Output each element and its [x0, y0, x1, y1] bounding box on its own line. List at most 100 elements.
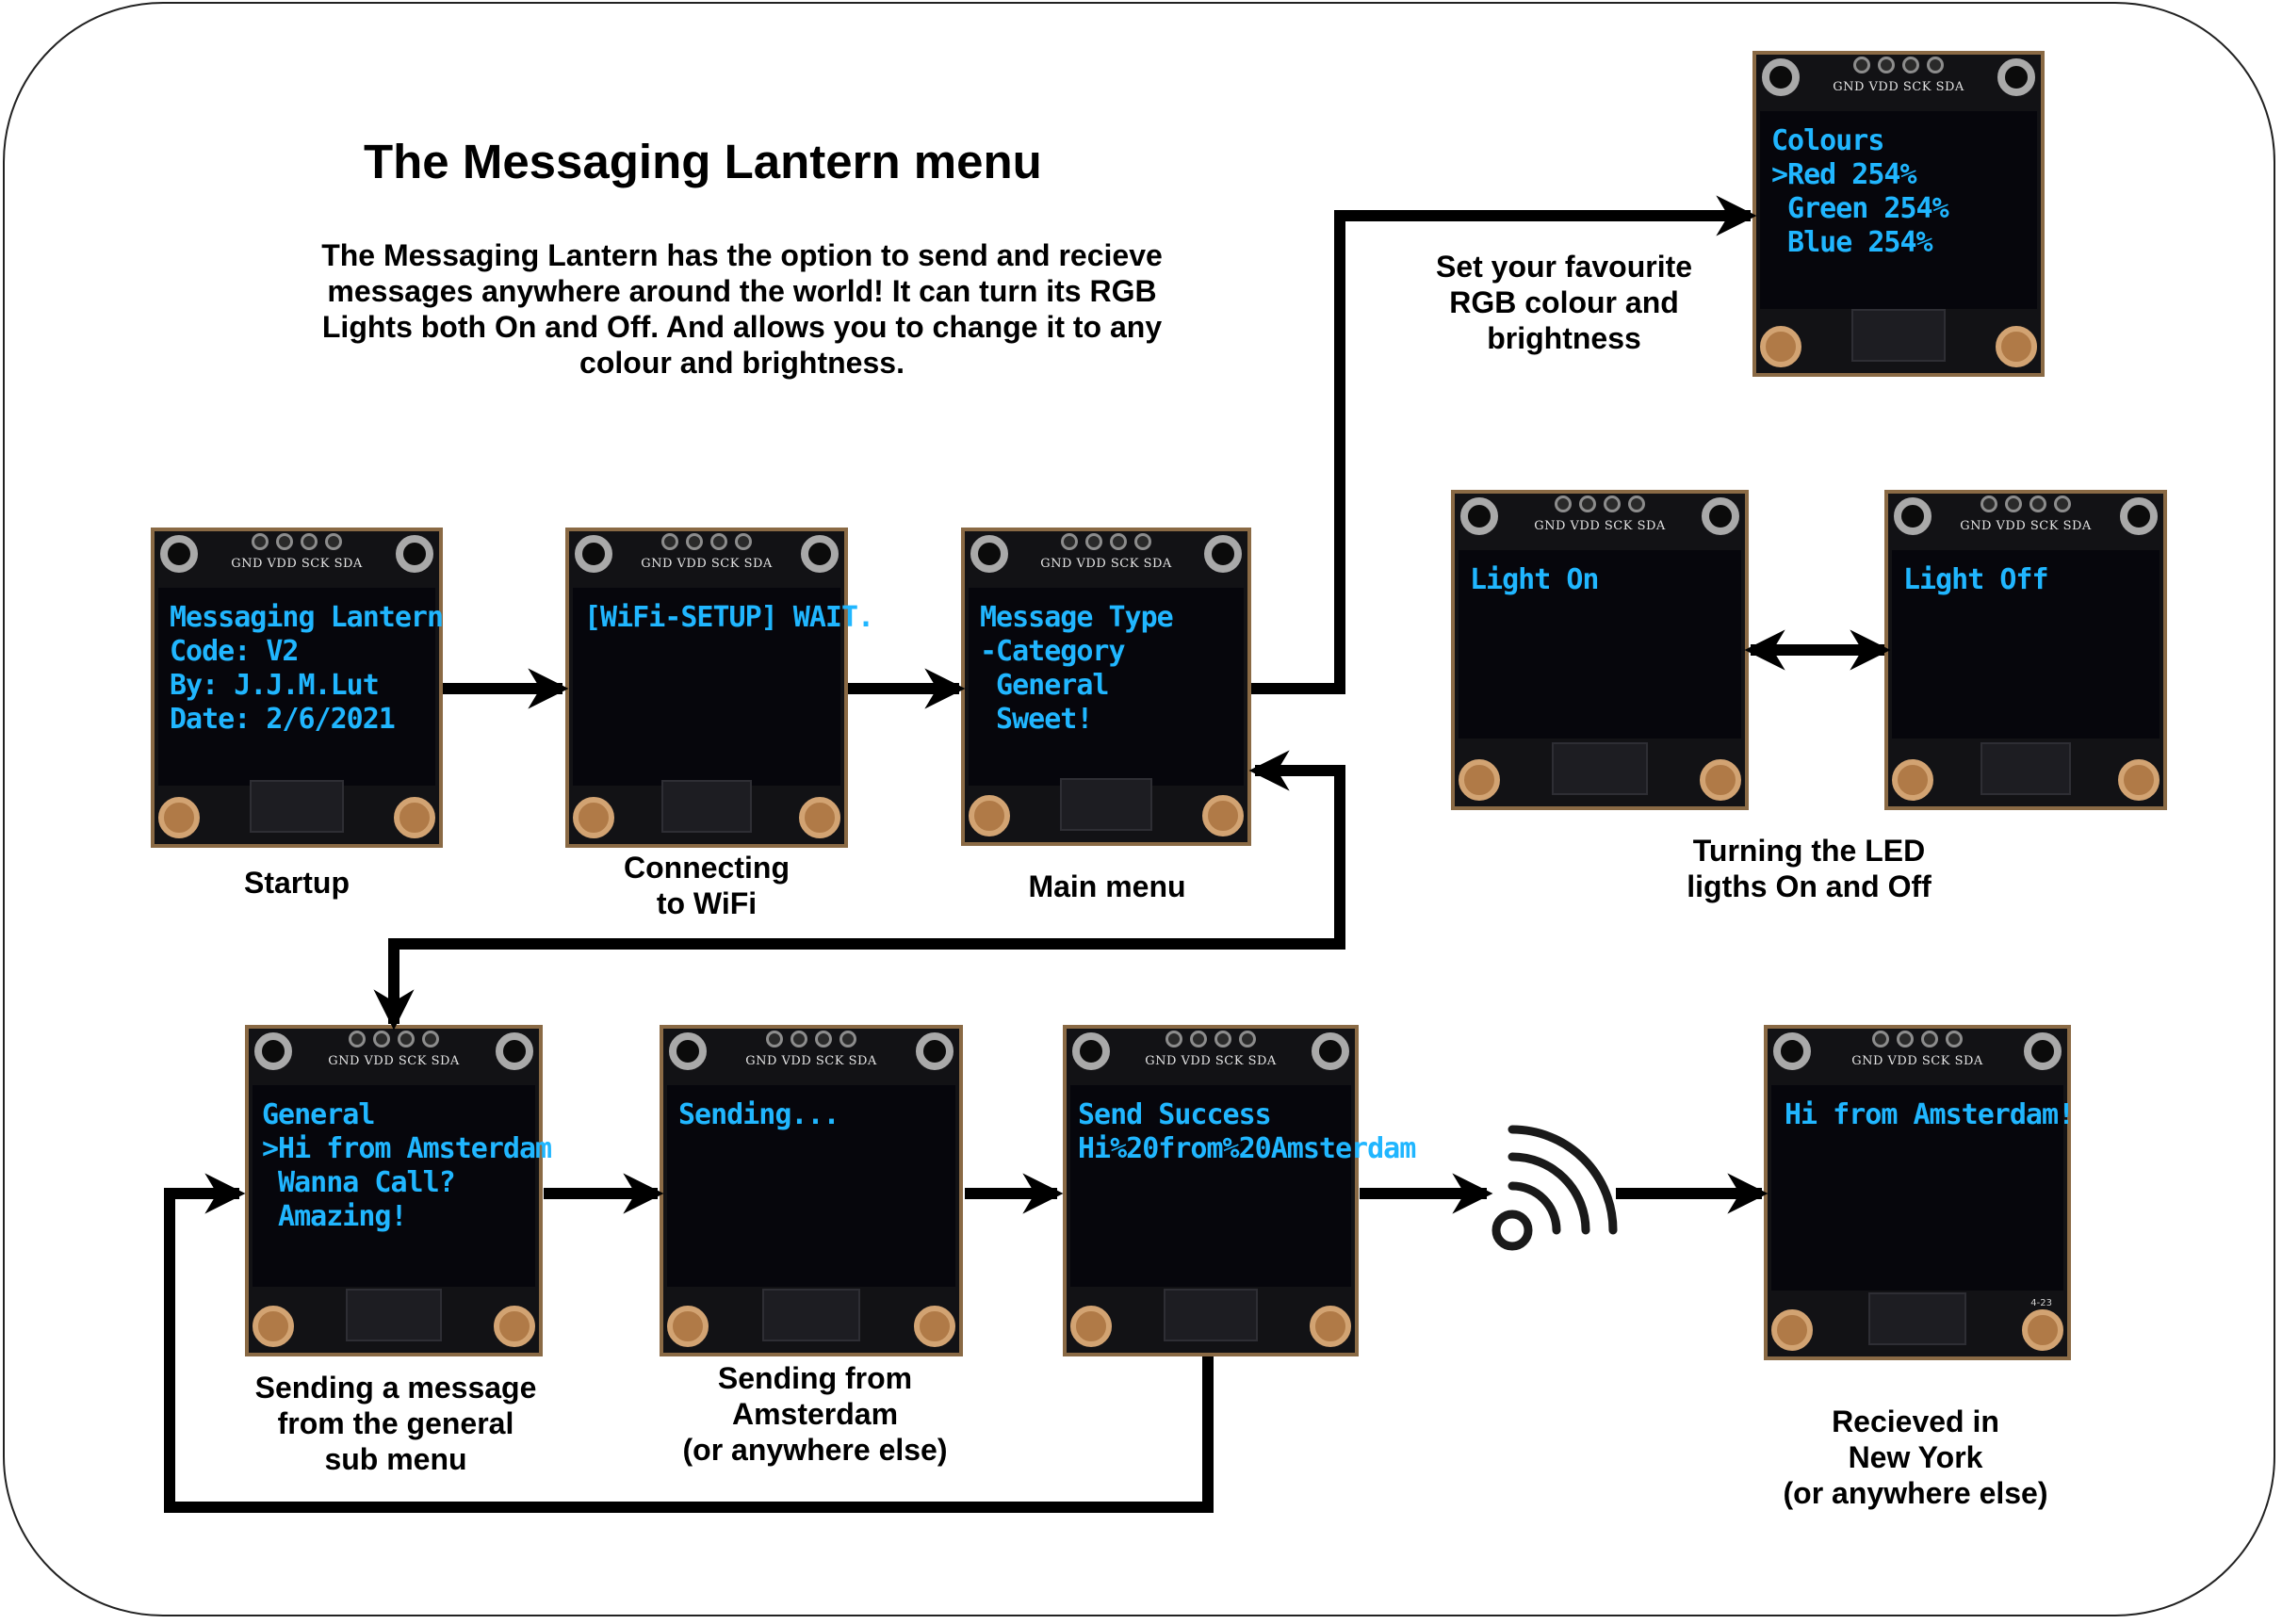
- header-pins: [766, 1031, 856, 1047]
- caption-line: from the general: [277, 1406, 514, 1440]
- pin-icon: [2029, 495, 2046, 512]
- header-pins: [661, 533, 752, 550]
- pin-icon: [661, 533, 678, 550]
- mounting-hole-icon: [2024, 1032, 2062, 1070]
- oled-screen: Light Off: [1892, 550, 2160, 739]
- screen-line: Light On: [1470, 563, 1600, 596]
- screen-line: Amazing!: [262, 1200, 408, 1233]
- arrow-main-to-general: [373, 750, 1345, 1031]
- mounting-hole-icon: [160, 535, 198, 573]
- caption-line: (or anywhere else): [1783, 1476, 2048, 1510]
- solder-pad-icon: [1892, 759, 1933, 801]
- solder-pad-icon: [158, 797, 200, 838]
- solder-pad-icon: [1760, 326, 1801, 367]
- ribbon-connector: [762, 1289, 860, 1341]
- caption-received: Recieved in New York (or anywhere else): [1760, 1404, 2071, 1511]
- caption-colours: Set your favourite RGB colour and bright…: [1394, 249, 1734, 356]
- pin-labels: GND VDD SCK SDA: [1145, 1054, 1277, 1068]
- caption-sending: Sending from Amsterdam (or anywhere else…: [660, 1360, 970, 1468]
- screen-line: Hi from Amsterdam!: [1785, 1098, 2075, 1131]
- mounting-hole-icon: [254, 1032, 292, 1070]
- pin-icon: [2054, 495, 2071, 512]
- caption-line: Amsterdam: [731, 1397, 899, 1431]
- pin-labels: GND VDD SCK SDA: [1040, 557, 1172, 571]
- pin-icon: [710, 533, 727, 550]
- header-pins: [1853, 57, 1944, 73]
- caption-line: New York: [1848, 1440, 1983, 1474]
- pin-labels: GND VDD SCK SDA: [328, 1054, 460, 1068]
- screen-line: Light Off: [1903, 563, 2049, 596]
- caption-line: Sending from: [717, 1361, 913, 1395]
- ribbon-connector: [1552, 742, 1648, 795]
- solder-pad-icon: [253, 1306, 294, 1347]
- pin-icon: [1190, 1031, 1207, 1047]
- intro-paragraph: The Messaging Lantern has the option to …: [321, 238, 1163, 380]
- mounting-hole-icon: [1460, 497, 1498, 535]
- pin-icon: [373, 1031, 390, 1047]
- mounting-hole-icon: [2120, 497, 2158, 535]
- pin-icon: [1897, 1031, 1914, 1047]
- caption-line: Set your favourite: [1435, 250, 1693, 284]
- header-pins: [1061, 533, 1151, 550]
- pin-icon: [422, 1031, 439, 1047]
- screen-line: Sweet!: [980, 703, 1093, 736]
- caption-line: Recieved in: [1832, 1405, 1999, 1438]
- pin-icon: [349, 1031, 366, 1047]
- pin-icon: [791, 1031, 807, 1047]
- screen-line: [WiFi-SETUP] WAIT.: [584, 601, 874, 634]
- solder-pad-icon: [667, 1306, 709, 1347]
- solder-pad-icon: [2118, 759, 2160, 801]
- mounting-hole-icon: [970, 535, 1008, 573]
- ribbon-connector: [1867, 1292, 1967, 1345]
- arrow-success-loop-back: [164, 1173, 1214, 1513]
- oled-general: GND VDD SCK SDA General>Hi from Amsterdam…: [245, 1025, 552, 1356]
- pin-icon: [301, 533, 318, 550]
- mounting-hole-icon: [801, 535, 839, 573]
- solder-pad-icon: [914, 1306, 955, 1347]
- solder-pad-icon: [1771, 1309, 1813, 1351]
- caption-line: Turning the LED: [1692, 834, 1926, 868]
- pin-labels: GND VDD SCK SDA: [1534, 519, 1666, 533]
- pin-icon: [1555, 495, 1572, 512]
- screen-line: >Red 254%: [1771, 158, 1917, 191]
- board-stamp: 4-23: [2030, 1298, 2052, 1308]
- ribbon-connector: [346, 1289, 442, 1341]
- header-pins: [1872, 1031, 1963, 1047]
- header-pins: [1980, 495, 2071, 512]
- mounting-hole-icon: [669, 1032, 707, 1070]
- caption-line: Startup: [244, 866, 350, 900]
- pin-icon: [1061, 533, 1078, 550]
- pin-icon: [1239, 1031, 1256, 1047]
- pin-labels: GND VDD SCK SDA: [641, 557, 773, 571]
- oled-screen: Hi from Amsterdam!: [1771, 1085, 2075, 1291]
- pin-labels: GND VDD SCK SDA: [1960, 519, 2092, 533]
- pin-icon: [1927, 57, 1944, 73]
- mounting-hole-icon: [1702, 497, 1739, 535]
- pin-icon: [766, 1031, 783, 1047]
- ribbon-connector: [1163, 1289, 1259, 1341]
- oled-light-on: GND VDD SCK SDA Light On: [1451, 490, 1749, 810]
- diagram-title: The Messaging Lantern menu: [364, 135, 1042, 188]
- screen-line: By: J.J.M.Lut: [170, 669, 380, 702]
- solder-pad-icon: [1459, 759, 1500, 801]
- screen-line: Message Type: [980, 601, 1174, 634]
- caption-startup: Startup: [203, 865, 391, 901]
- screen-line: Colours: [1771, 124, 1884, 157]
- oled-screen: General>Hi from Amsterdam Wanna Call? Am…: [253, 1085, 552, 1287]
- pin-icon: [1921, 1031, 1938, 1047]
- mounting-hole-icon: [575, 535, 612, 573]
- pin-labels: GND VDD SCK SDA: [1833, 80, 1964, 94]
- solder-pad-icon: [2022, 1309, 2063, 1351]
- pin-icon: [815, 1031, 832, 1047]
- oled-screen: Sending...: [667, 1085, 955, 1287]
- pin-icon: [276, 533, 293, 550]
- solder-pad-icon: [1070, 1306, 1112, 1347]
- pin-icon: [1902, 57, 1919, 73]
- solder-pad-icon: [1996, 326, 2037, 367]
- caption-general: Sending a message from the general sub m…: [226, 1370, 565, 1477]
